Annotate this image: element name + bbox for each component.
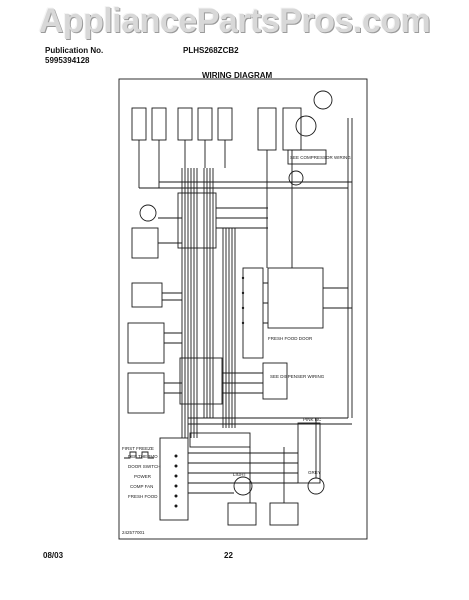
diagram-frame: [118, 78, 368, 540]
compressor-icon: [288, 170, 304, 186]
label-light: LIGHT: [233, 472, 247, 477]
wire-run: [188, 452, 298, 494]
model-number: PLHS268ZCB2: [183, 46, 239, 55]
label-part-code: 242577001: [122, 530, 145, 535]
wire-bundle: [266, 150, 293, 268]
component-block: [197, 107, 213, 141]
wire-bundle: [203, 168, 214, 418]
label-power: POWER: [134, 474, 152, 479]
watermark-logo: AppliancePartsPros.com: [38, 2, 431, 40]
wire-bundle: [347, 118, 353, 418]
fan-motor-icon: [313, 90, 333, 110]
wire-bundle: [138, 140, 226, 188]
light-icon: [233, 476, 253, 496]
motor-icon: [139, 204, 157, 222]
wire-run: [222, 372, 263, 394]
label-grey: GREY: [308, 470, 321, 475]
component-block: [282, 107, 302, 151]
label-pink-nc: PINK NC: [303, 417, 322, 422]
component-block: [257, 107, 277, 151]
label-def-thermo: DEF THERMO: [128, 454, 158, 459]
publication-number: 5995394128: [45, 56, 90, 65]
component-block: [151, 107, 167, 141]
component-block: [177, 107, 193, 141]
board-block: [127, 322, 165, 364]
harness-block: [262, 362, 288, 400]
page-number: 22: [224, 551, 233, 560]
wire-run: [216, 207, 268, 229]
compressor-wiring-box: [287, 149, 327, 165]
relay-block: [269, 502, 299, 526]
label-fresh-food: FRESH FOOD: [128, 494, 158, 499]
connector-block: [242, 267, 264, 359]
label-first-freeze: FIRST FREEZE: [122, 446, 154, 451]
wire-bundle: [222, 228, 236, 428]
control-board: [159, 437, 189, 521]
dispenser-block: [267, 267, 324, 329]
heater-block: [131, 227, 159, 259]
component-block: [131, 282, 163, 308]
footer-date: 08/03: [43, 551, 64, 560]
waveform: [124, 451, 154, 459]
publication-label: Publication No.: [45, 46, 104, 55]
harness-block: [179, 357, 223, 405]
label-door-switch: DOOR SWITCH: [128, 464, 161, 469]
label-compressor-wiring: SEE COMPRESSOR WIRING: [290, 155, 351, 160]
wire-run: [263, 282, 352, 324]
component-block: [131, 107, 147, 141]
diagram-title: WIRING DIAGRAM: [202, 71, 273, 80]
relay-block: [227, 502, 257, 526]
wire-run: [162, 292, 182, 394]
wire-bundle: [181, 168, 198, 438]
wire-run: [139, 181, 352, 244]
label-fresh-food-door: FRESH FOOD DOOR: [268, 336, 313, 341]
capacitor-icon: [295, 115, 317, 137]
board-block: [127, 372, 165, 414]
wiring-diagram: FIRST FREEZE DEF THERMO DOOR SWITCH POWE…: [118, 78, 368, 540]
wire-run: [188, 417, 352, 425]
label-comp-fan: COMP FAN: [130, 484, 153, 489]
label-dispenser-wiring: SEE DISPENSER WIRING: [270, 374, 325, 379]
connector-strip: [189, 432, 251, 448]
wire-run: [249, 418, 317, 503]
component-block: [217, 107, 233, 141]
motor-icon: [307, 477, 325, 495]
